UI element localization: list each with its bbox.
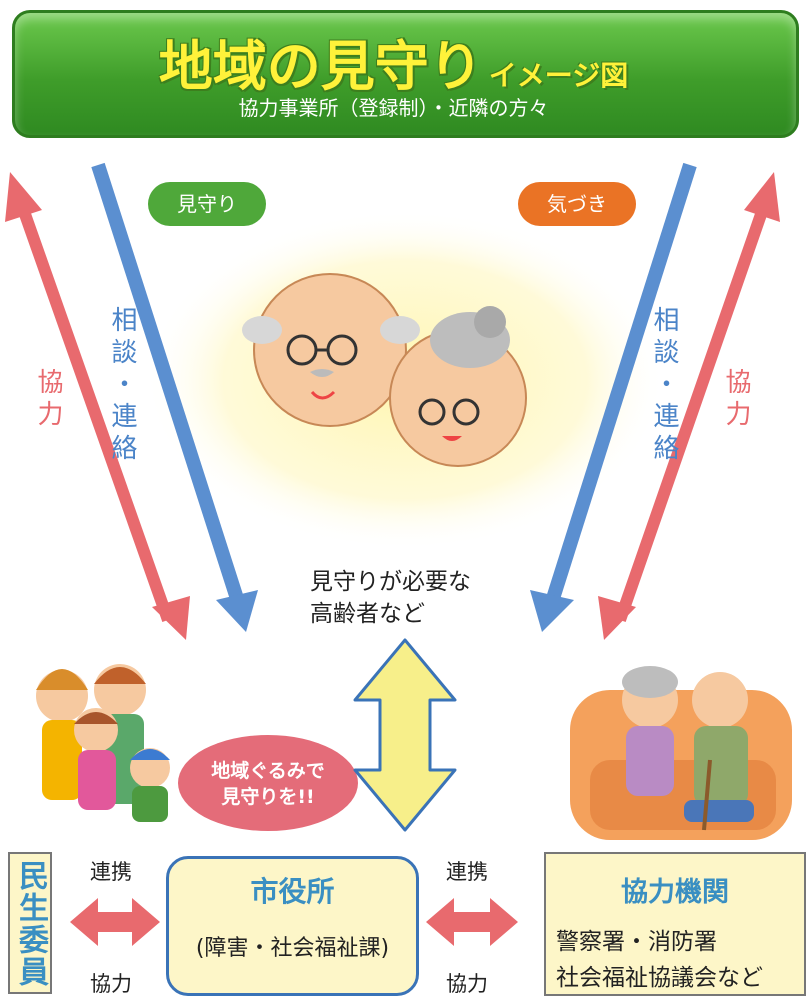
right-bottom-double-arrow [426,898,518,946]
callout-line-1: 地域ぐるみで [211,760,325,782]
cooperating-agencies-title: 協力機関 [621,877,729,908]
page-title: 地域の見守りイメージ図 [0,22,787,101]
left-bottom-double-arrow [70,898,160,946]
title-main: 地域の見守り [158,35,483,98]
left-inner-label: 相談・連絡 [107,306,137,466]
elderly-sofa-illustration [570,666,792,840]
city-hall-department: (障害・社会福祉課) [195,936,390,961]
minsei-box [8,852,52,994]
header-subtitle: 協力事業所（登録制）・近隣の方々 [238,96,549,120]
cooperating-agencies-box [544,852,806,996]
mimamori-pill: 見守り [148,182,266,226]
center-caption: 見守りが必要な 高齢者など [310,566,471,630]
left-kyoryoku-label: 協力 [90,972,132,996]
header-banner [12,10,799,138]
right-blue-arrow [530,162,697,632]
center-line-1: 見守りが必要な [310,569,471,595]
city-hall-title: 市役所 [250,875,335,908]
center-line-2: 高齢者など [310,601,425,627]
right-red-arrow [598,172,780,640]
callout-line-2: 見守りを!! [221,786,315,808]
minsei-label: 民生委員 [13,860,48,988]
right-renkei-label: 連携 [446,860,488,884]
city-hall-box [166,856,419,996]
left-blue-arrow [91,162,258,632]
elderly-couple-illustration [242,273,527,467]
right-outer-label: 協力 [721,368,751,432]
right-kyoryoku-label: 協力 [446,972,488,996]
left-red-arrow [5,172,190,640]
title-suffix: イメージ図 [488,59,629,92]
family-illustration [36,664,170,822]
left-renkei-label: 連携 [90,860,132,884]
yellow-double-arrow [353,638,457,832]
callout-bubble [178,735,358,831]
cooperating-agencies-line-1: 警察署・消防署 [556,929,717,955]
left-outer-label: 協力 [33,368,63,432]
right-inner-label: 相談・連絡 [649,306,679,466]
cooperating-agencies-line-2: 社会福祉協議会など [556,965,763,991]
kizuki-pill: 気づき [518,182,636,226]
callout-text: 地域ぐるみで 見守りを!! [198,758,338,810]
